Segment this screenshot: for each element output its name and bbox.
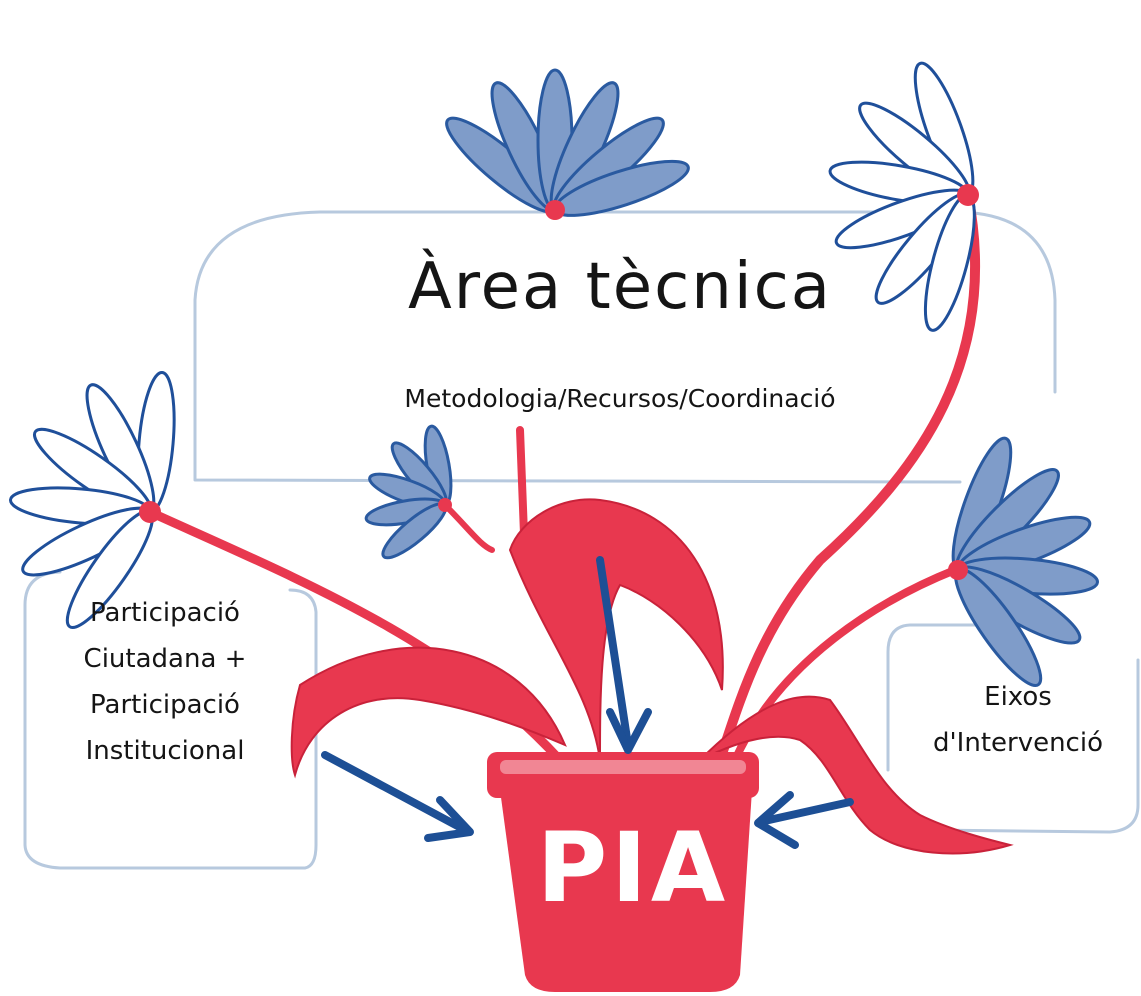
arrow-icon bbox=[596, 556, 652, 754]
leaf-icon bbox=[290, 498, 1014, 855]
left-box bbox=[23, 570, 318, 870]
arrow-icon bbox=[754, 791, 854, 849]
flower-icon bbox=[362, 422, 458, 567]
left-box-line: Participació bbox=[90, 690, 240, 720]
area-tecnica-subtitle: Metodologia/Recursos/Coordinació bbox=[404, 384, 836, 413]
flower-icon bbox=[940, 431, 1101, 696]
right-box-line: Eixos bbox=[984, 682, 1052, 712]
flower-icon bbox=[435, 68, 695, 228]
left-box-text: Participació Ciutadana + Participació In… bbox=[34, 590, 296, 774]
arrow-icon bbox=[321, 751, 474, 842]
area-tecnica-title: Àrea tècnica bbox=[407, 250, 833, 324]
flower-icon bbox=[825, 56, 986, 337]
pot-label: PIA bbox=[536, 812, 730, 924]
arrows bbox=[321, 556, 854, 849]
right-box bbox=[886, 623, 1140, 834]
right-box-line: d'Intervenció bbox=[933, 728, 1103, 758]
left-box-line: Participació bbox=[90, 598, 240, 628]
left-box-line: Ciutadana + bbox=[83, 644, 247, 674]
area-tecnica-box bbox=[193, 210, 1057, 484]
flower-icon bbox=[7, 369, 181, 638]
pot-icon bbox=[487, 752, 759, 992]
left-box-line: Institucional bbox=[85, 736, 245, 766]
right-box-text: Eixos d'Intervenció bbox=[900, 674, 1136, 766]
